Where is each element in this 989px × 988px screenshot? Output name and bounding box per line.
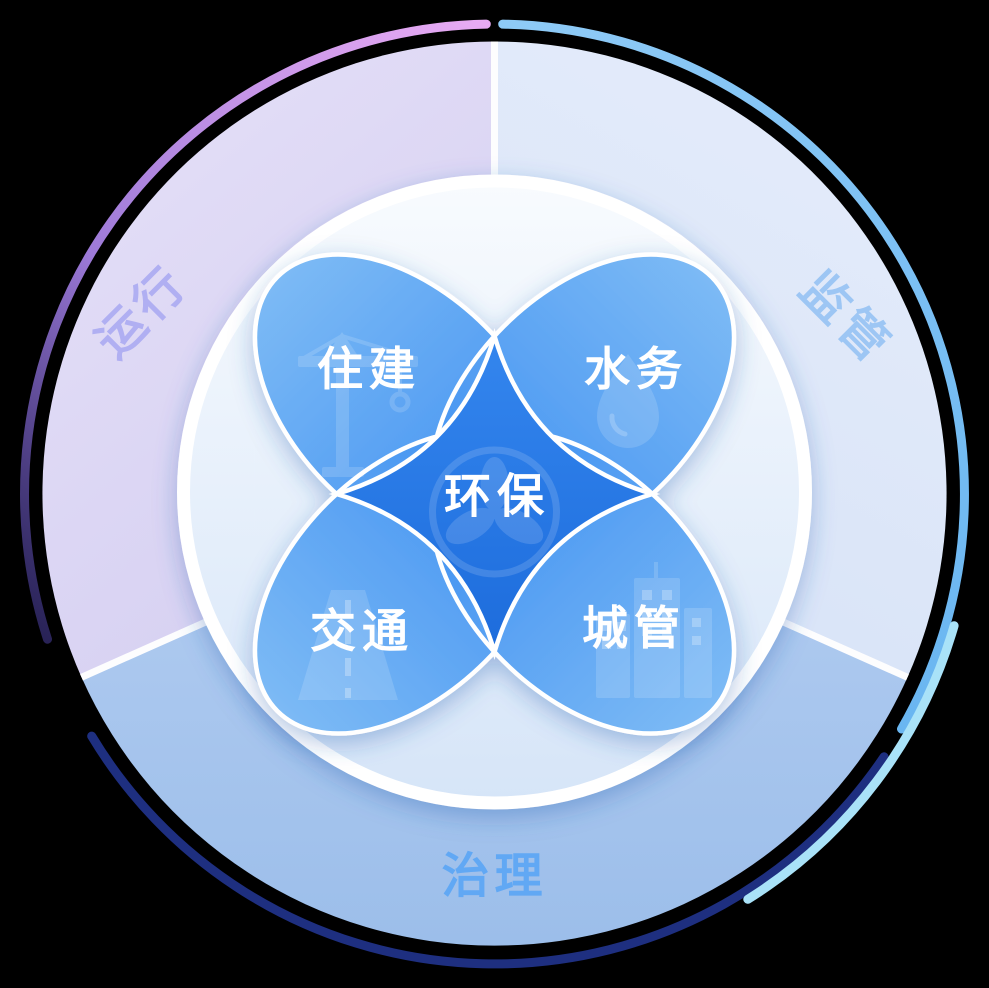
petal-label-traffic: 交通 xyxy=(310,604,414,658)
water-drop-icon xyxy=(597,354,659,448)
crane-icon xyxy=(298,332,418,477)
decorative-arc-lightblue xyxy=(498,19,969,734)
buildings-icon xyxy=(596,562,712,698)
petal-label-housing: 住建 xyxy=(317,342,421,396)
fan-icon xyxy=(429,446,560,578)
petal-label-water: 水务 xyxy=(584,342,688,396)
center-label-environment: 环保 xyxy=(444,470,550,525)
decorative-arc-cyan xyxy=(743,621,959,904)
road-icon xyxy=(298,590,398,700)
decorative-arc-navy xyxy=(87,731,889,969)
sector-label-governance: 治理 xyxy=(441,848,547,904)
center-diamond[interactable] xyxy=(328,328,661,660)
decorative-arc-purple xyxy=(20,19,491,644)
petal-label-urban-mgmt: 城管 xyxy=(582,601,686,655)
